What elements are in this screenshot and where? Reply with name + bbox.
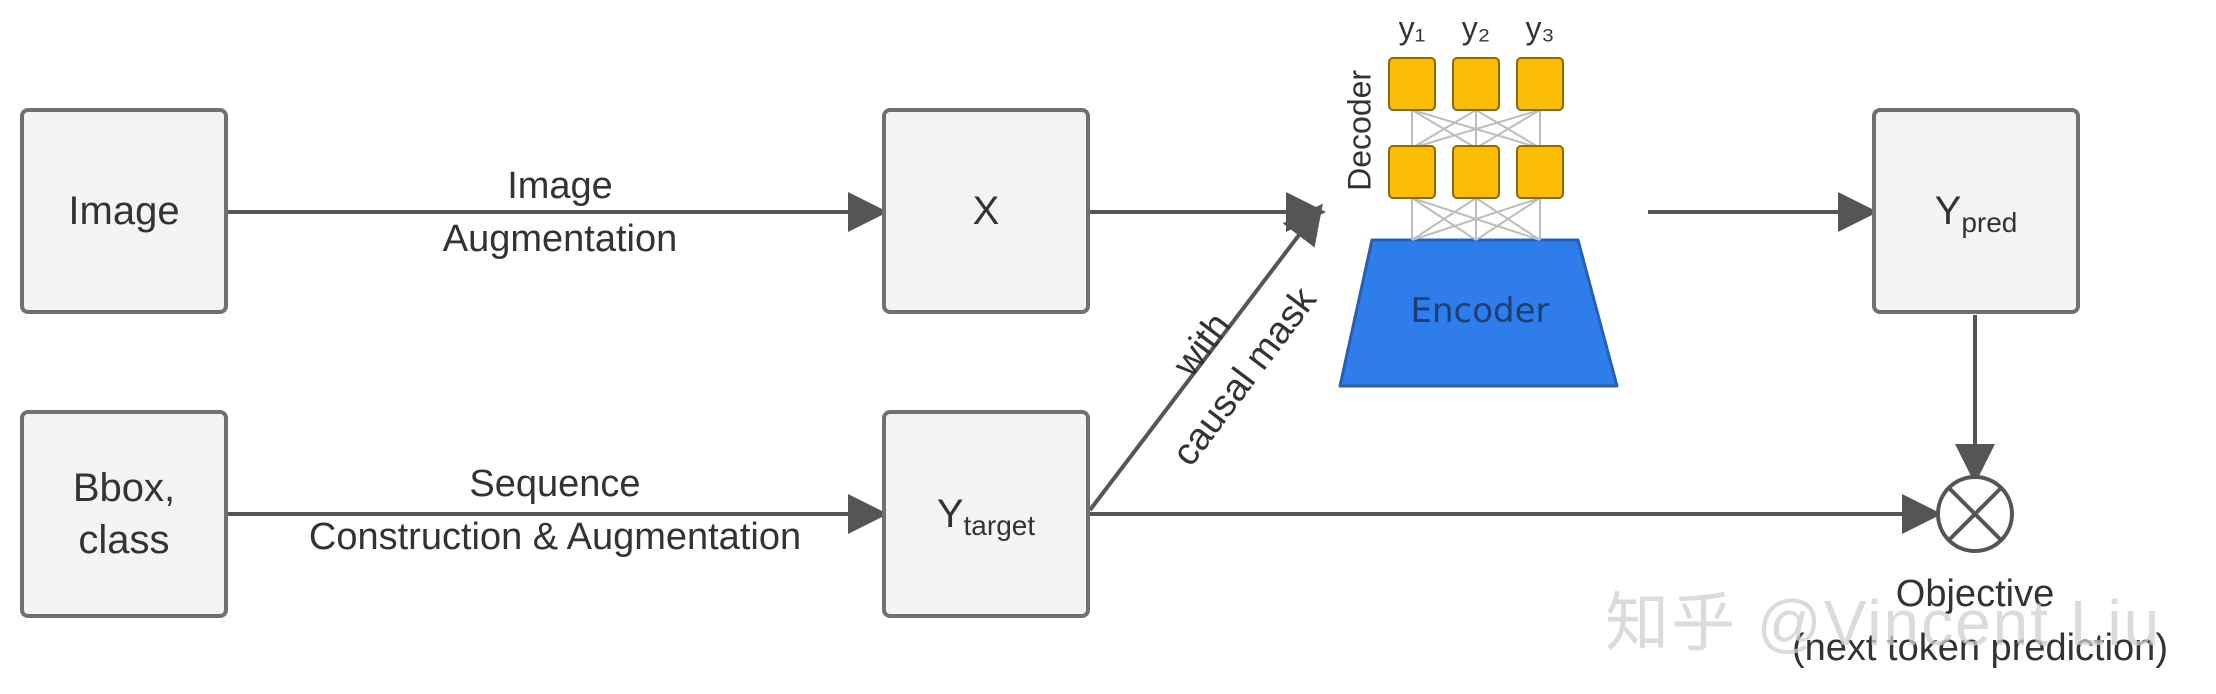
output-y2: y₂ bbox=[1461, 10, 1491, 46]
image-augmentation-line2: Augmentation bbox=[442, 218, 678, 261]
y-pred-label: Ypred bbox=[1934, 185, 2018, 238]
decoder-token-top-1 bbox=[1388, 57, 1436, 111]
class-label: class bbox=[78, 518, 170, 562]
decoder-tokens bbox=[1388, 57, 1564, 199]
y-target-box: Ytarget bbox=[882, 410, 1090, 618]
decoder-token-bottom-1 bbox=[1388, 145, 1436, 199]
sequence-line2: Construction & Augmentation bbox=[308, 516, 802, 559]
arrow-ytarget-to-model bbox=[1088, 203, 1323, 512]
objective-label: Objective bbox=[1895, 573, 2055, 615]
decoder-token-bottom-2 bbox=[1452, 145, 1500, 199]
y-pred-subscript: pred bbox=[1961, 207, 2018, 238]
y-target-main: Y bbox=[936, 492, 964, 536]
objective-multiply-icon bbox=[1936, 475, 2014, 553]
image-box: Image bbox=[20, 108, 228, 314]
sequence-construction-label: Sequence Construction & Augmentation bbox=[250, 458, 860, 564]
decoder-token-bottom-3 bbox=[1516, 145, 1564, 199]
decoder-label: Decoder bbox=[1341, 69, 1378, 191]
decoder-connections bbox=[1411, 109, 1541, 241]
bbox-class-box: Bbox, class bbox=[20, 410, 228, 618]
x-label: X bbox=[972, 189, 1000, 233]
y-pred-main: Y bbox=[1934, 189, 1962, 233]
watermark: 知乎 @Vincent Liu bbox=[1605, 587, 2162, 659]
bbox-label: Bbox, bbox=[72, 466, 176, 510]
output-y1: y₁ bbox=[1398, 10, 1426, 46]
encoder-label: Encoder bbox=[1410, 291, 1550, 331]
y-target-label: Ytarget bbox=[936, 488, 1036, 541]
y-pred-box: Ypred bbox=[1872, 108, 2080, 314]
image-augmentation-line1: Image bbox=[507, 165, 613, 207]
decoder-token-top-2 bbox=[1452, 57, 1500, 111]
sequence-line1: Sequence bbox=[469, 463, 641, 505]
output-y3: y₃ bbox=[1525, 10, 1555, 46]
image-augmentation-label: Image Augmentation bbox=[400, 160, 720, 266]
y-target-subscript: target bbox=[963, 510, 1036, 541]
decoder-token-top-3 bbox=[1516, 57, 1564, 111]
image-box-label: Image bbox=[68, 189, 180, 233]
x-box: X bbox=[882, 108, 1090, 314]
encoder-block bbox=[1338, 238, 1619, 388]
objective-sublabel: (next token prediction) bbox=[1792, 627, 2168, 669]
